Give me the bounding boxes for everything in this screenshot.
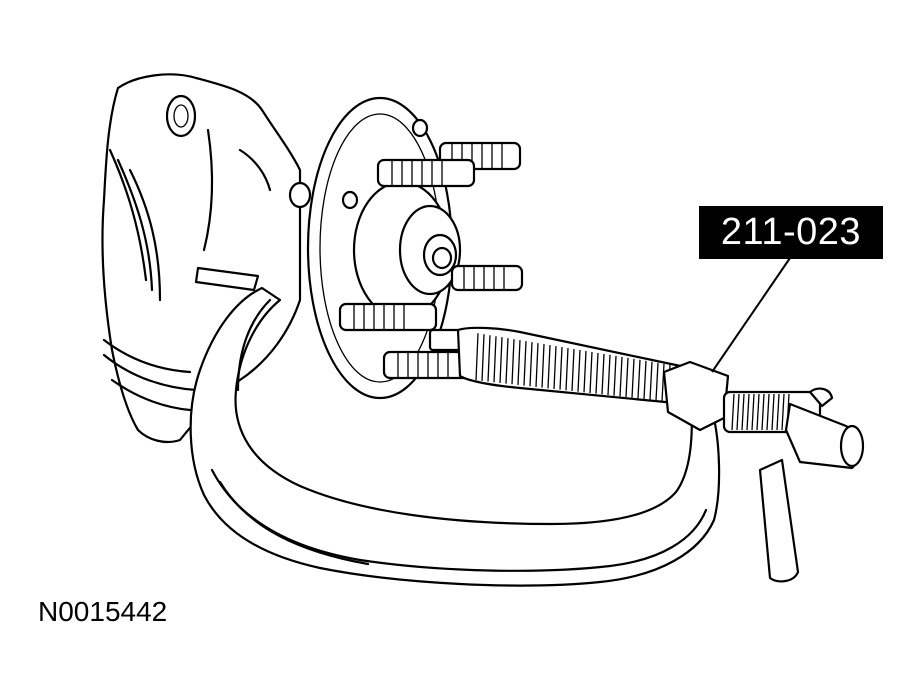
screw-thread-line bbox=[572, 349, 574, 391]
steering-knuckle bbox=[102, 74, 310, 442]
screw-thread-line bbox=[584, 351, 586, 392]
screw-thread-line bbox=[662, 364, 664, 401]
screw-thread-line bbox=[614, 356, 616, 396]
screw-thread-line bbox=[602, 354, 604, 394]
screw-thread-line bbox=[554, 346, 556, 389]
screw-thread-line bbox=[767, 394, 769, 430]
screw-thread-line bbox=[747, 394, 749, 430]
screw-thread-line bbox=[476, 333, 478, 380]
tool-number-label: 211-023 bbox=[699, 206, 883, 259]
screw-thread-line bbox=[650, 362, 652, 400]
screw-thread-line bbox=[620, 357, 622, 397]
screw-thread-line bbox=[536, 343, 538, 387]
screw-thread-line bbox=[566, 348, 568, 390]
screw-thread-line bbox=[500, 337, 502, 383]
screw-thread-line bbox=[590, 352, 592, 393]
screw-thread-line bbox=[518, 340, 520, 385]
screw-thread-line bbox=[542, 344, 544, 388]
screw-thread-line bbox=[530, 342, 532, 386]
wheel-stud bbox=[452, 266, 522, 290]
screw-thread-line bbox=[638, 360, 640, 399]
screw-thread-line bbox=[762, 394, 764, 430]
screw-thread-line bbox=[656, 363, 658, 401]
screw-thread-line bbox=[524, 341, 526, 385]
screw-thread-line bbox=[782, 394, 784, 430]
screw-thread-line bbox=[757, 394, 759, 430]
press-screw bbox=[430, 328, 820, 432]
screw-thread-line bbox=[494, 336, 496, 382]
wheel-stud bbox=[378, 160, 474, 186]
t-handle bbox=[760, 389, 863, 582]
c-frame bbox=[191, 288, 719, 586]
screw-thread-line bbox=[752, 394, 754, 430]
screw-thread-line bbox=[488, 335, 490, 381]
screw-thread-line bbox=[482, 334, 484, 381]
screw-thread-line bbox=[608, 355, 610, 395]
screw-thread-line bbox=[777, 394, 779, 430]
screw-thread-line bbox=[578, 350, 580, 392]
label-leader-line bbox=[712, 258, 790, 372]
screw-thread-line bbox=[632, 359, 634, 398]
figure-id-label: N0015442 bbox=[38, 596, 168, 627]
screw-thread-line bbox=[512, 339, 514, 384]
screw-thread-line bbox=[626, 358, 628, 397]
screw-thread-line bbox=[596, 353, 598, 394]
wheel-studs bbox=[340, 143, 522, 378]
screw-thread-line bbox=[772, 394, 774, 430]
screw-thread-line bbox=[560, 347, 562, 390]
screw-thread-line bbox=[644, 361, 646, 399]
wheel-stud bbox=[340, 304, 436, 330]
screw-thread-line bbox=[742, 394, 744, 430]
screw-thread-line bbox=[732, 394, 734, 430]
screw-thread-line bbox=[548, 345, 550, 388]
screw-thread-line bbox=[506, 338, 508, 383]
screw-thread-line bbox=[737, 394, 739, 430]
